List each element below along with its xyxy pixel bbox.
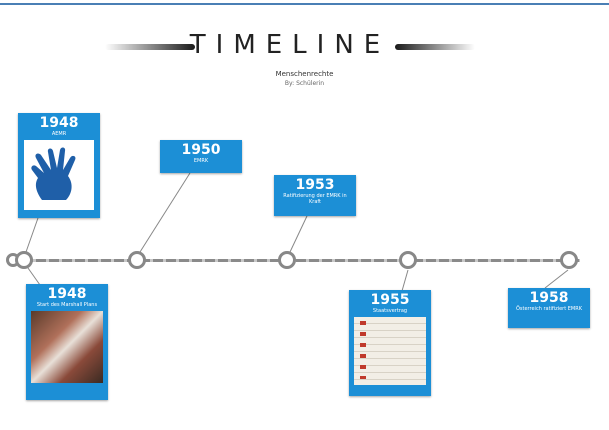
event-label: Ratifizierung der EMRK in Kraft — [283, 193, 347, 205]
timeline-node-1948[interactable] — [15, 251, 33, 269]
event-year: 1953 — [295, 177, 335, 193]
event-photo — [31, 311, 103, 383]
raised-hand-icon — [24, 140, 94, 210]
event-card-1948-aemr[interactable]: 1948 AEMR — [18, 113, 100, 218]
event-photo — [354, 317, 426, 385]
page-title: TIMELINE — [189, 30, 391, 60]
connector-1948-top — [25, 217, 39, 253]
connector-1958 — [544, 269, 569, 289]
connector-1953 — [289, 215, 308, 253]
event-card-1955[interactable]: 1955 Staatsvertrag — [349, 290, 431, 396]
timeline-node-1953[interactable] — [278, 251, 296, 269]
timeline-node-1955[interactable] — [399, 251, 417, 269]
connector-1948-bottom — [27, 267, 41, 286]
event-card-1953[interactable]: 1953 Ratifizierung der EMRK in Kraft — [274, 175, 356, 216]
event-year: 1948 — [47, 286, 87, 302]
timeline-node-1950[interactable] — [128, 251, 146, 269]
top-rule — [0, 3, 609, 5]
page-byline: By: Schülerin — [284, 80, 325, 87]
event-label: Staatsvertrag — [372, 308, 408, 314]
timeline-node-1958[interactable] — [560, 251, 578, 269]
event-card-1950[interactable]: 1950 EMRK — [160, 140, 242, 173]
connector-1950 — [139, 172, 191, 253]
title-swoosh-right — [395, 44, 475, 50]
event-label: Österreich ratifiziert EMRK — [515, 306, 582, 312]
title-block: TIMELINE — [105, 30, 475, 70]
event-label: EMRK — [193, 158, 209, 164]
event-card-1958[interactable]: 1958 Österreich ratifiziert EMRK — [508, 288, 590, 328]
event-year: 1950 — [181, 142, 221, 158]
connector-1955 — [401, 269, 409, 292]
event-card-1948-marshall[interactable]: 1948 Start des Marshall Plans — [26, 284, 108, 400]
page-subtitle: Menschenrechte — [275, 70, 334, 78]
event-label: AEMR — [51, 131, 67, 137]
event-year: 1955 — [370, 292, 410, 308]
event-year: 1958 — [529, 290, 569, 306]
event-label: Start des Marshall Plans — [36, 302, 98, 308]
title-swoosh-left — [105, 44, 195, 50]
event-year: 1948 — [39, 115, 79, 131]
